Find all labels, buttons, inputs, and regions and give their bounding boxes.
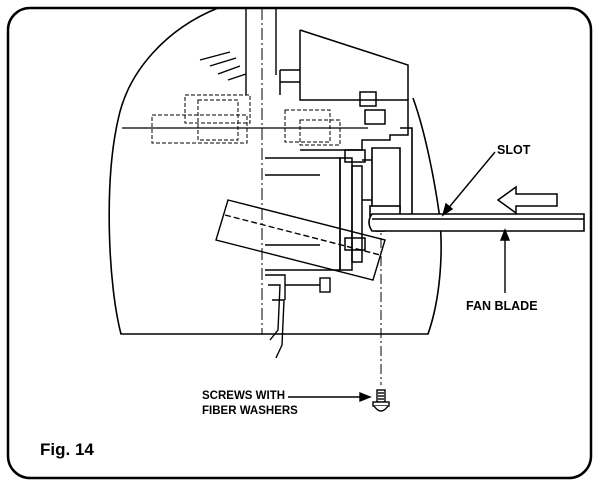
- screws-label-line1: SCREWS WITH: [202, 390, 286, 402]
- fan-blade-label: FAN BLADE: [466, 299, 538, 313]
- fan-blade-leader: [499, 228, 511, 293]
- downrod: [245, 8, 277, 95]
- tilted-switch-housing: [215, 199, 386, 281]
- slot-leader: [441, 151, 496, 217]
- insert-direction-arrow: [496, 185, 558, 215]
- screw-with-washer: [372, 389, 390, 412]
- blade-flange: [362, 127, 413, 232]
- hidden-components: [151, 94, 341, 146]
- motor-housing: [265, 149, 366, 271]
- fan-housing: [108, 7, 442, 335]
- screws-leader: [288, 391, 372, 403]
- vent-slots: [199, 51, 247, 81]
- figure-caption: Fig. 14: [40, 440, 94, 459]
- screws-label-line2: FIBER WASHERS: [202, 405, 298, 417]
- fan-blade: [368, 213, 585, 232]
- slot-label: SLOT: [497, 143, 531, 157]
- lower-stem: [265, 274, 331, 359]
- upper-bracket: [279, 29, 409, 151]
- diagram-frame: [6, 6, 593, 480]
